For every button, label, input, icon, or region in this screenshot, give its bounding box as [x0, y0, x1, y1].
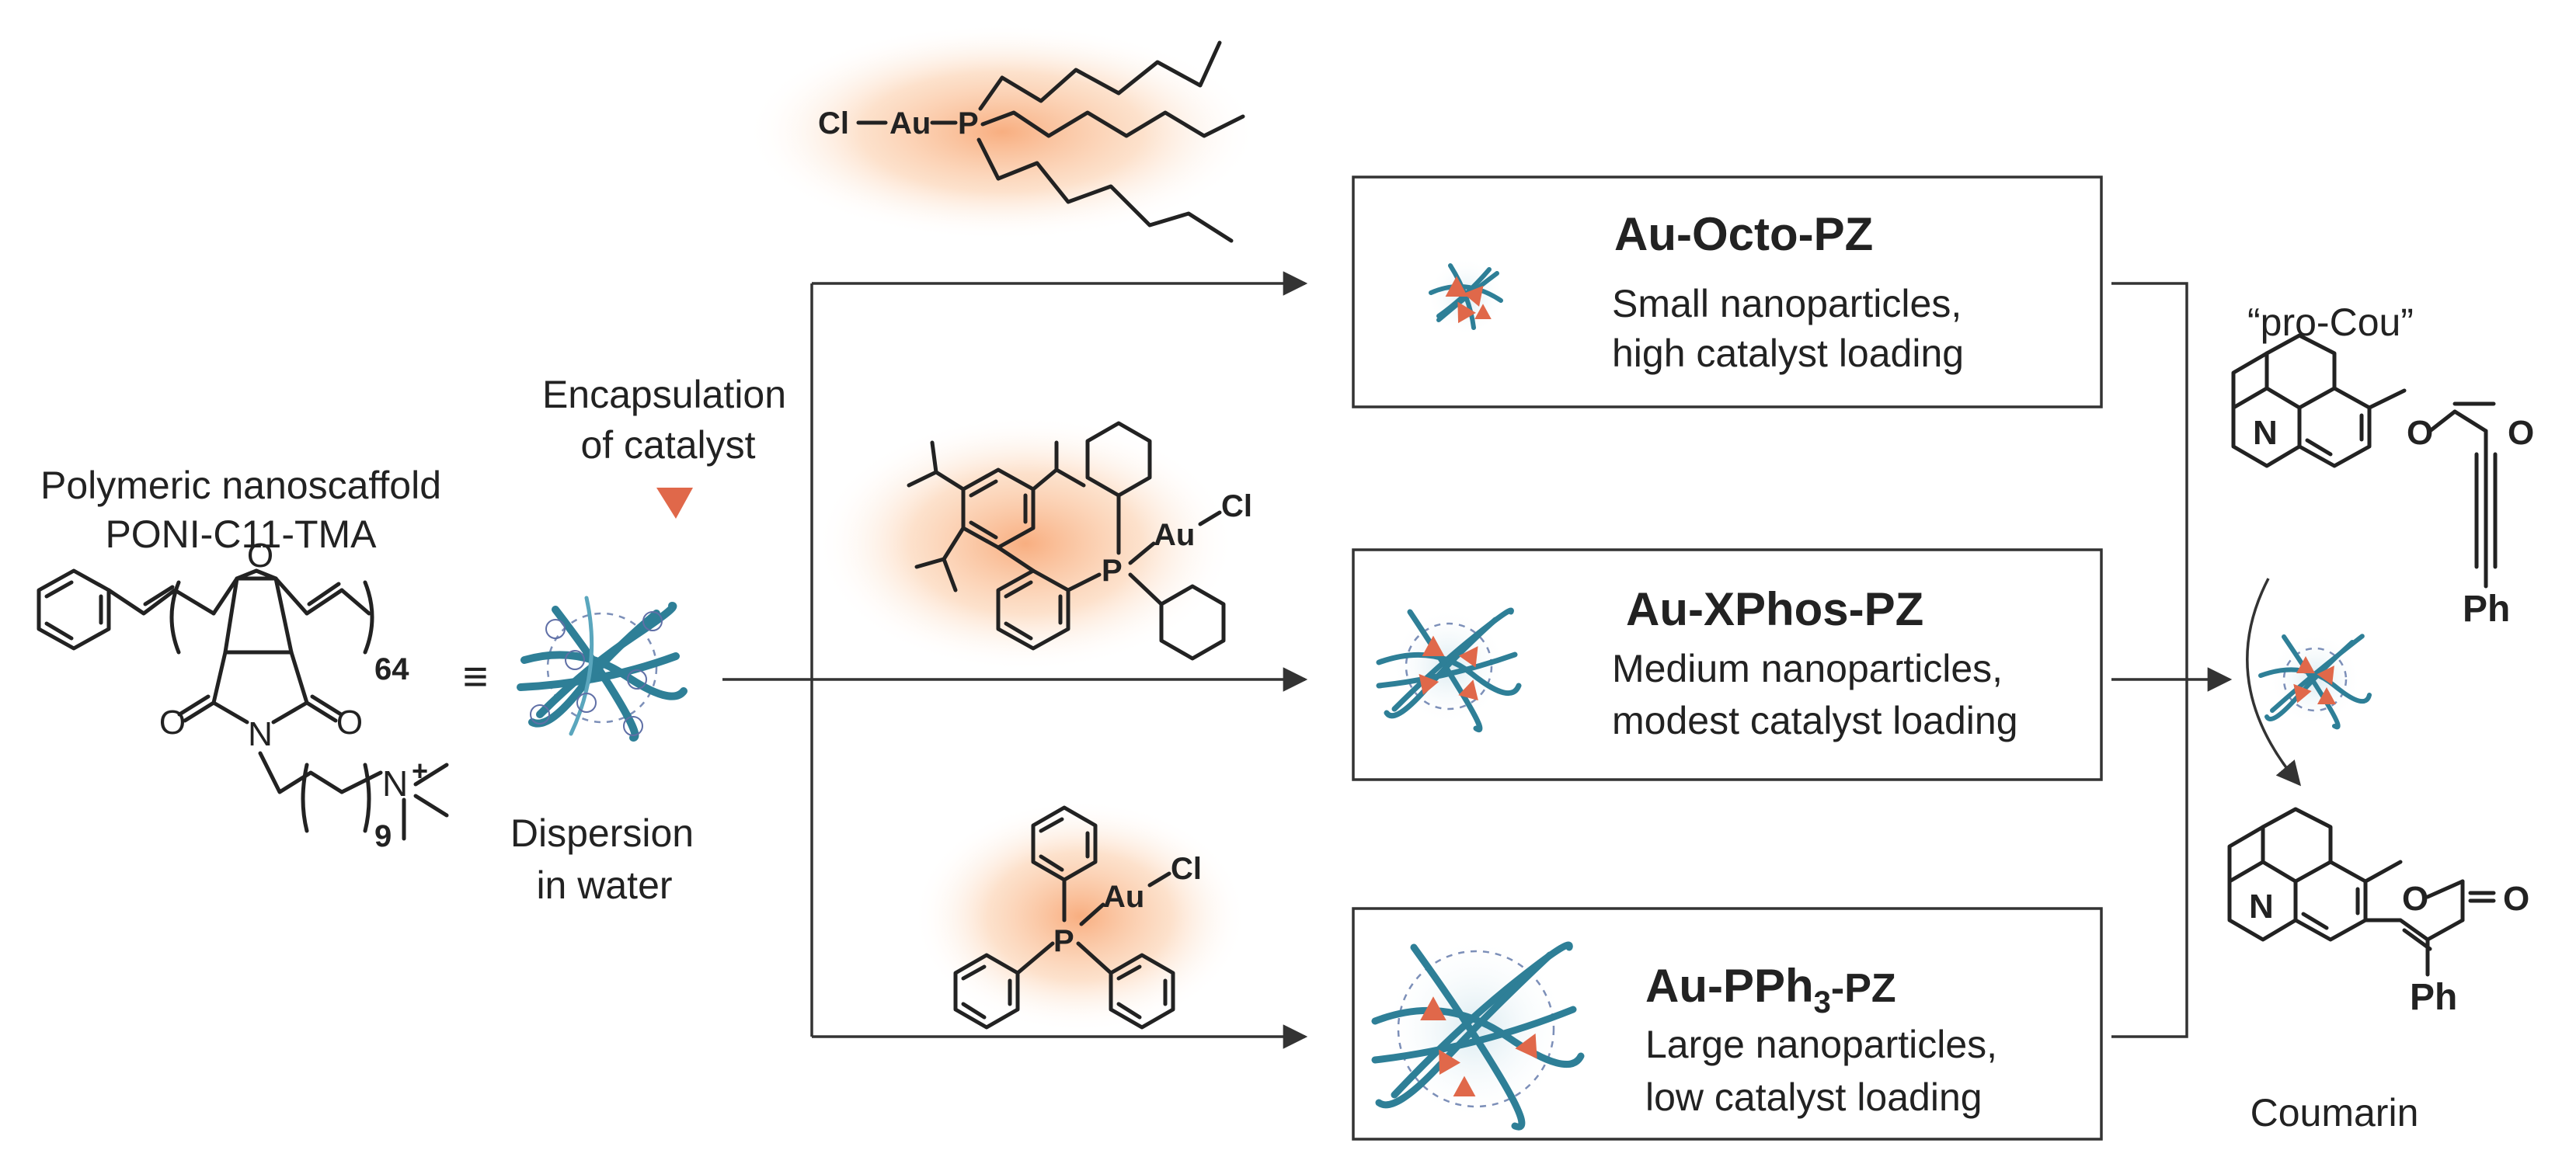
- xphos-cl: Cl: [1221, 489, 1252, 523]
- converging-arrows: [2111, 282, 2233, 1038]
- curved-reaction-arrow: [2246, 578, 2302, 787]
- scaffold-group: Polymeric nanoscaffold PONI-C11-TMA 64 O: [37, 464, 489, 853]
- octyl-cl: Cl: [818, 106, 849, 141]
- box-au-pph3-pz: Au-PPh3-PZ Large nanoparticles, low cata…: [1352, 907, 2103, 1141]
- box-au-octo-pz: Au-Octo-PZ Small nanoparticles, high cat…: [1352, 175, 2103, 408]
- scaffold-structure: 64 O O O N: [37, 537, 449, 853]
- encapsulation-line2: of catalyst: [580, 423, 755, 467]
- box1-line1: Small nanoparticles,: [1612, 282, 1962, 325]
- pph3-au: Au: [1103, 880, 1144, 914]
- repeat-bracket-left: [169, 580, 181, 655]
- xphos-au: Au: [1154, 518, 1195, 552]
- coumarin-n: N: [2249, 888, 2274, 926]
- box3-title: Au-PPh3-PZ: [1645, 960, 1896, 1020]
- catalyst-triangle-icon: [656, 488, 693, 519]
- octyl-p: P: [958, 106, 979, 141]
- catalyst-nanoparticle-icon: [2258, 633, 2372, 730]
- equivalence-symbol: ≡: [463, 651, 489, 700]
- box2-line1: Medium nanoparticles,: [1612, 647, 2003, 690]
- medium-nanoparticle-icon: [1376, 607, 1522, 732]
- repeat-bracket-right: [363, 580, 374, 655]
- pro-cou-n: N: [2253, 414, 2278, 452]
- pph3-cl: Cl: [1171, 852, 1202, 886]
- coumarin-group: N O O Ph Coumarin: [2227, 807, 2529, 1134]
- box2-line2: modest catalyst loading: [1612, 699, 2018, 742]
- reaction-arrow-group: [2246, 578, 2372, 787]
- pro-cou-o-carbonyl: O: [2508, 414, 2534, 452]
- box1-line2: high catalyst loading: [1612, 332, 1964, 375]
- dispersion-group: Encapsulation of catalyst Dispersion in …: [510, 373, 786, 907]
- scaffold-title-line2: PONI-C11-TMA: [105, 513, 377, 556]
- scaffold-title-line1: Polymeric nanoscaffold: [40, 464, 441, 507]
- coumarin-label: Coumarin: [2251, 1091, 2419, 1134]
- coumarin-o-ring: O: [2402, 880, 2428, 918]
- catalyst-pph3-group: P Au Cl: [913, 800, 1247, 1033]
- box3-line1: Large nanoparticles,: [1645, 1023, 1997, 1066]
- pro-cou-ph: Ph: [2463, 589, 2510, 630]
- pro-cou-label: “pro-Cou”: [2247, 301, 2414, 344]
- box-au-xphos-pz: Au-XPhos-PZ Medium nanoparticles, modest…: [1352, 548, 2103, 781]
- phenyl-ring: [37, 568, 111, 651]
- chain-subscript: 9: [374, 819, 392, 853]
- pph3-p: P: [1053, 924, 1074, 958]
- box1-title: Au-Octo-PZ: [1614, 208, 1873, 260]
- catalyst-xphos-group: P Au Cl: [816, 415, 1252, 672]
- small-nanoparticle-icon: [1427, 258, 1505, 335]
- atom-ammonium-n: N: [382, 763, 408, 804]
- coumarin-o-carbonyl: O: [2503, 880, 2529, 918]
- encapsulation-line1: Encapsulation: [542, 373, 786, 416]
- dispersion-line1: Dispersion: [510, 811, 694, 855]
- svg-text:O: O: [159, 704, 186, 742]
- svg-text:O: O: [336, 704, 363, 742]
- branch-arrows: [722, 271, 1308, 1049]
- box3-line2: low catalyst loading: [1645, 1075, 1982, 1119]
- large-nanoparticle-icon: [1371, 936, 1585, 1131]
- pro-cou-o-ester: O: [2407, 414, 2433, 452]
- atom-nitrogen-imide: N: [248, 715, 273, 753]
- atom-oxygen-bridge: O: [247, 537, 273, 575]
- xphos-p: P: [1102, 554, 1123, 588]
- octyl-au: Au: [889, 106, 931, 141]
- pro-cou-group: “pro-Cou” N O O Ph: [2231, 301, 2534, 630]
- box2-title: Au-XPhos-PZ: [1626, 583, 1923, 635]
- empty-nanoparticle-icon: [517, 596, 688, 742]
- dispersion-line2: in water: [536, 863, 672, 907]
- coumarin-ph: Ph: [2410, 977, 2457, 1018]
- repeat-subscript: 64: [374, 652, 409, 686]
- catalyst-octyl-group: Cl Au P: [746, 23, 1258, 243]
